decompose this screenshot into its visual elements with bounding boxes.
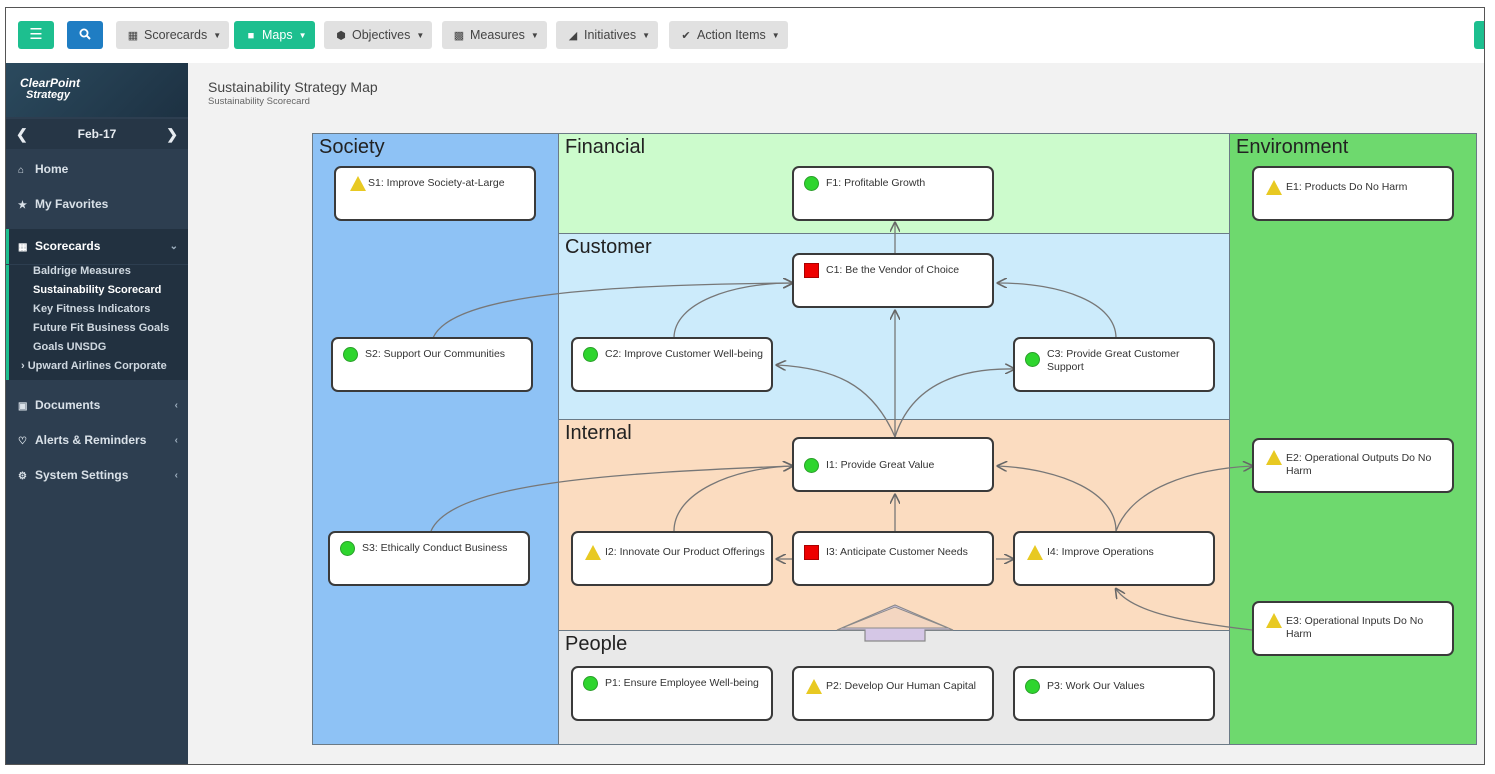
home-icon: ⌂ bbox=[18, 165, 25, 176]
caret-down-icon: ▼ bbox=[213, 31, 222, 40]
status-red-square-icon bbox=[804, 263, 819, 278]
scorecards-submenu: Baldrige Measures Sustainability Scoreca… bbox=[6, 265, 188, 380]
objective-card-i1[interactable]: I1: Provide Great Value bbox=[792, 437, 994, 492]
period-selector: ❮ Feb-17 ❯ bbox=[6, 119, 188, 149]
objective-card-p2[interactable]: P2: Develop Our Human Capital bbox=[792, 666, 994, 721]
status-green-circle-icon bbox=[343, 347, 358, 362]
chevron-left-icon: ‹ bbox=[174, 435, 178, 446]
submenu-item[interactable]: Goals UNSDG bbox=[33, 341, 107, 353]
right-toolbar-button[interactable] bbox=[1474, 21, 1484, 49]
objective-card-e1[interactable]: E1: Products Do No Harm bbox=[1252, 166, 1454, 221]
connector-lines bbox=[430, 133, 1478, 642]
objective-card-e2[interactable]: E2: Operational Outputs Do No Harm bbox=[1252, 438, 1454, 493]
caret-down-icon: ▼ bbox=[416, 31, 425, 40]
search-icon bbox=[79, 28, 91, 40]
objective-card-c2[interactable]: C2: Improve Customer Well-being bbox=[571, 337, 773, 392]
objective-card-f1[interactable]: F1: Profitable Growth bbox=[792, 166, 994, 221]
status-green-circle-icon bbox=[804, 176, 819, 191]
gear-icon: ⚙ bbox=[18, 471, 27, 482]
objective-card-c1[interactable]: C1: Be the Vendor of Choice bbox=[792, 253, 994, 308]
scorecards-menu-button[interactable]: ▦Scorecards▼ bbox=[116, 21, 230, 49]
objective-card-s3[interactable]: S3: Ethically Conduct Business bbox=[328, 531, 530, 586]
sidebar: ClearPoint Strategy ❮ Feb-17 ❯ ⌂Home ★My… bbox=[6, 63, 188, 764]
objective-card-c3[interactable]: C3: Provide Great Customer Support bbox=[1013, 337, 1215, 392]
status-yellow-triangle-icon bbox=[1266, 180, 1282, 195]
page-subtitle: Sustainability Scorecard bbox=[208, 96, 310, 107]
objective-card-i2[interactable]: I2: Innovate Our Product Offerings bbox=[571, 531, 773, 586]
submenu-item-expandable[interactable]: › Upward Airlines Corporate bbox=[21, 360, 167, 372]
sidebar-item-my-favorites[interactable]: ★My Favorites bbox=[6, 187, 188, 222]
objective-card-e3[interactable]: E3: Operational Inputs Do No Harm bbox=[1252, 601, 1454, 656]
status-yellow-triangle-icon bbox=[806, 679, 822, 694]
map-icon: ■ bbox=[247, 30, 255, 42]
submenu-item[interactable]: Future Fit Business Goals bbox=[33, 322, 170, 334]
chevron-right-icon[interactable]: ❯ bbox=[166, 126, 178, 142]
search-button[interactable] bbox=[67, 21, 103, 49]
archive-icon: ▣ bbox=[18, 401, 28, 412]
sidebar-item-documents[interactable]: ▣Documents ‹ bbox=[6, 388, 188, 423]
chevron-left-icon: ‹ bbox=[174, 400, 178, 411]
strategy-map: Society Financial Customer Internal Peop… bbox=[312, 133, 1478, 745]
status-green-circle-icon bbox=[804, 458, 819, 473]
initiatives-menu-button[interactable]: ◢Initiatives▼ bbox=[556, 21, 659, 49]
objective-card-s1[interactable]: S1: Improve Society-at-Large bbox=[334, 166, 536, 221]
status-yellow-triangle-icon bbox=[350, 176, 366, 191]
bell-icon: ♡ bbox=[18, 436, 27, 447]
caret-down-icon: ▼ bbox=[298, 31, 307, 40]
objective-card-i4[interactable]: I4: Improve Operations bbox=[1013, 531, 1215, 586]
people-up-arrow bbox=[836, 604, 954, 642]
objectives-menu-button[interactable]: ⬢Objectives▼ bbox=[324, 21, 433, 49]
sitemap-icon: ▦ bbox=[127, 30, 139, 42]
status-green-circle-icon bbox=[1025, 352, 1040, 367]
objective-card-i3[interactable]: I3: Anticipate Customer Needs bbox=[792, 531, 994, 586]
sidebar-item-system-settings[interactable]: ⚙System Settings ‹ bbox=[6, 458, 188, 493]
chevron-left-icon: ‹ bbox=[174, 470, 178, 481]
maps-menu-button[interactable]: ■Maps▼ bbox=[234, 21, 315, 49]
sidebar-item-alerts[interactable]: ♡Alerts & Reminders ‹ bbox=[6, 423, 188, 458]
status-green-circle-icon bbox=[583, 676, 598, 691]
check-icon: ✔ bbox=[681, 30, 691, 42]
area-chart-icon: ◢ bbox=[568, 30, 578, 42]
chevron-left-icon[interactable]: ❮ bbox=[16, 126, 28, 142]
top-toolbar: ☰ ▦Scorecards▼ ■Maps▼ ⬢Objectives▼ ▩Meas… bbox=[6, 8, 1484, 64]
status-yellow-triangle-icon bbox=[1266, 450, 1282, 465]
status-red-square-icon bbox=[804, 545, 819, 560]
status-yellow-triangle-icon bbox=[585, 545, 601, 560]
page-title: Sustainability Strategy Map bbox=[208, 79, 378, 95]
caret-down-icon: ▼ bbox=[771, 31, 780, 40]
status-yellow-triangle-icon bbox=[1027, 545, 1043, 560]
measures-menu-button[interactable]: ▩Measures▼ bbox=[442, 21, 547, 49]
submenu-item[interactable]: Baldrige Measures bbox=[33, 265, 131, 277]
caret-down-icon: ▼ bbox=[642, 31, 651, 40]
sitemap-icon: ▦ bbox=[18, 242, 28, 253]
bar-chart-icon: ▩ bbox=[453, 30, 465, 42]
cube-icon: ⬢ bbox=[336, 30, 346, 42]
submenu-item-current[interactable]: Sustainability Scorecard bbox=[33, 284, 162, 296]
objective-card-p3[interactable]: P3: Work Our Values bbox=[1013, 666, 1215, 721]
objective-card-s2[interactable]: S2: Support Our Communities bbox=[331, 337, 533, 392]
sidebar-item-scorecards[interactable]: ▦Scorecards ⌄ bbox=[6, 229, 188, 264]
perspective-society: Society bbox=[312, 133, 559, 745]
period-label[interactable]: Feb-17 bbox=[77, 127, 117, 141]
sidebar-item-home[interactable]: ⌂Home bbox=[6, 152, 188, 187]
status-green-circle-icon bbox=[583, 347, 598, 362]
app-window: ☰ ▦Scorecards▼ ■Maps▼ ⬢Objectives▼ ▩Meas… bbox=[5, 7, 1485, 765]
hamburger-icon: ☰ bbox=[29, 26, 43, 43]
status-yellow-triangle-icon bbox=[1266, 613, 1282, 628]
action-items-menu-button[interactable]: ✔Action Items▼ bbox=[669, 21, 788, 49]
objective-card-p1[interactable]: P1: Ensure Employee Well-being bbox=[571, 666, 773, 721]
menu-button[interactable]: ☰ bbox=[18, 21, 54, 49]
status-green-circle-icon bbox=[1025, 679, 1040, 694]
submenu-item[interactable]: Key Fitness Indicators bbox=[33, 303, 151, 315]
status-green-circle-icon bbox=[340, 541, 355, 556]
star-icon: ★ bbox=[18, 200, 27, 211]
chevron-down-icon: ⌄ bbox=[169, 241, 178, 252]
chevron-right-icon: › bbox=[21, 360, 25, 372]
caret-down-icon: ▼ bbox=[530, 31, 539, 40]
logo[interactable]: ClearPoint Strategy bbox=[6, 63, 188, 117]
